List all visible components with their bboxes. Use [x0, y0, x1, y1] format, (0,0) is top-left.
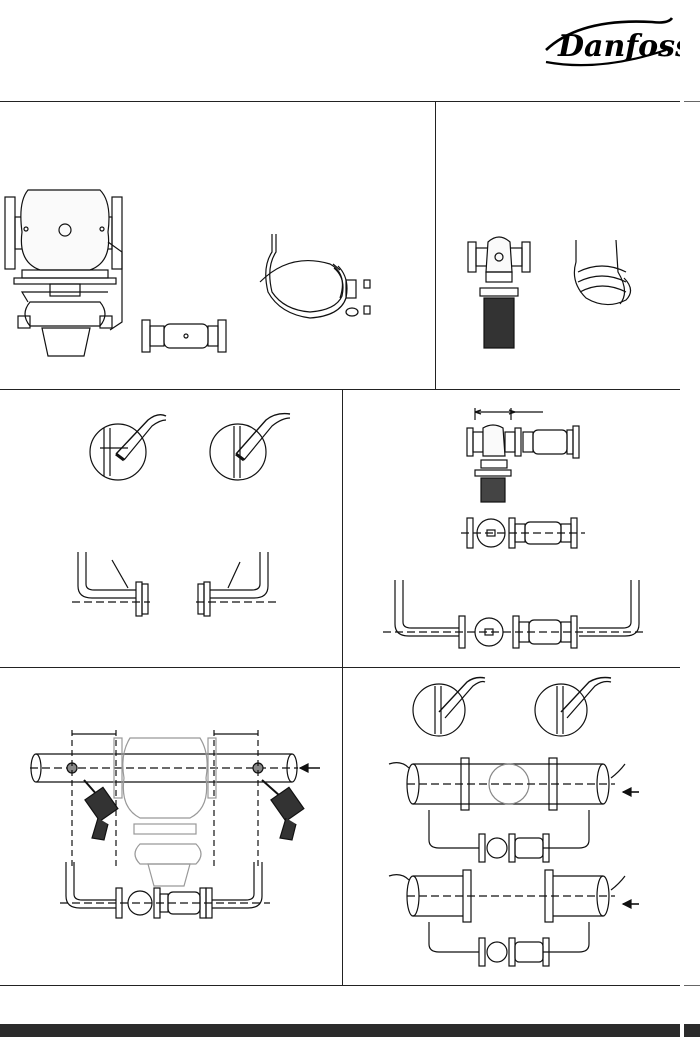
weld-detail-right [535, 678, 611, 737]
ghost-valve [114, 738, 216, 886]
panel-flush-setup [0, 668, 342, 985]
edge-tick [684, 101, 700, 102]
small-valve-drawing [468, 237, 530, 348]
weld-detail-right [210, 414, 290, 480]
edge-tick [684, 985, 700, 986]
bottom-rule [0, 985, 680, 986]
large-valve-drawing [5, 190, 122, 356]
panel-bypass-welding [343, 668, 680, 985]
weld-detail-left [413, 678, 485, 737]
weld-detail-left [90, 415, 166, 480]
dimension-marker [475, 408, 543, 420]
logo-wordmark: Danfoss [557, 29, 680, 64]
nipple-assembly-drawing [142, 320, 226, 352]
panel-kit-small-valve [436, 102, 680, 389]
pipe-cut-section [389, 870, 639, 966]
pipe-with-valve [389, 758, 639, 862]
drill-icon-right [262, 780, 304, 840]
valve-nipple-stack [467, 425, 579, 502]
panel-kit-large-valve [0, 102, 435, 389]
full-bypass-assembly [383, 580, 643, 648]
small-impulse-tube-drawing [574, 240, 630, 305]
footer-tab [684, 1024, 700, 1037]
danfoss-logo: Danfoss [540, 12, 680, 72]
nipple-pipe-right [196, 552, 278, 616]
flow-arrow-icon [300, 764, 320, 772]
footer-bar [0, 1024, 680, 1037]
drill-icon-left [84, 780, 118, 840]
nipple-pipe-left [72, 552, 150, 616]
panel-assembly-order [343, 390, 680, 667]
impulse-tube-drawing [260, 234, 370, 318]
main-pipe [30, 754, 298, 782]
panel-welding-nipples [0, 390, 342, 667]
bypass-below [60, 862, 270, 918]
top-view-assembly [461, 518, 585, 548]
